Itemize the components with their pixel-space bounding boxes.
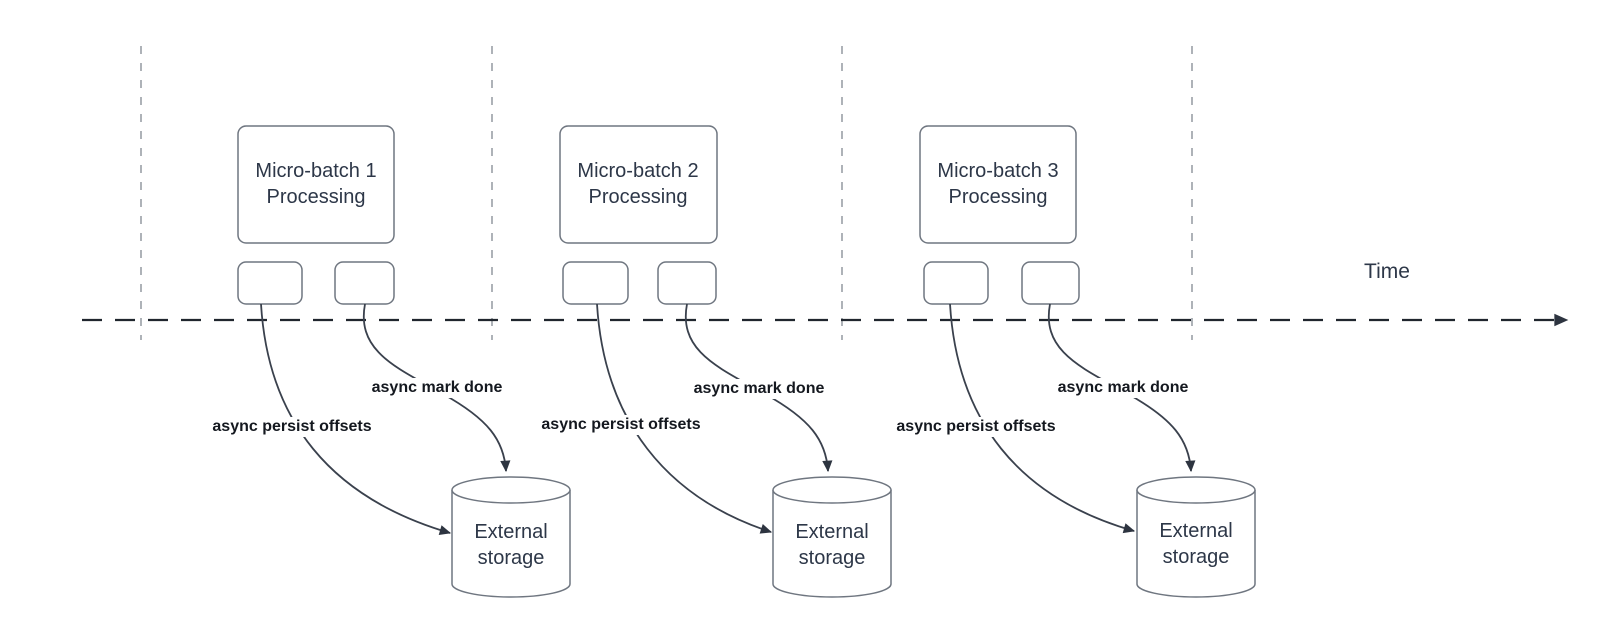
micro-batch-3-label: Micro-batch 3 Processing xyxy=(937,158,1058,210)
persist-offsets-label-3: async persist offsets xyxy=(892,417,1060,437)
micro-batch-1-label-line2: Processing xyxy=(266,186,366,208)
external-storage-label-2-line1: External xyxy=(795,521,869,543)
external-storage-cylinder-3 xyxy=(1136,476,1256,598)
time-axis-label: Time xyxy=(1364,260,1410,283)
external-storage-label-3: External storage xyxy=(1159,518,1232,570)
external-storage-label-2-line2: storage xyxy=(798,547,866,569)
external-storage-cylinder-1 xyxy=(451,476,571,598)
external-storage-cylinder-2 xyxy=(772,476,892,598)
persist-offsets-arrow-1 xyxy=(260,303,452,536)
micro-batch-2-label-line1: Micro-batch 2 xyxy=(577,160,699,182)
commit-marker-box-3 xyxy=(1021,261,1080,305)
micro-batch-2-label: Micro-batch 2 Processing xyxy=(577,158,698,210)
mark-done-label-3: async mark done xyxy=(1053,378,1193,398)
mark-done-label-1: async mark done xyxy=(367,378,507,398)
micro-batch-1-box xyxy=(237,125,395,244)
external-storage-label-1-line1: External xyxy=(474,521,548,543)
commit-marker-box-1 xyxy=(334,261,395,305)
persist-offsets-label-2: async persist offsets xyxy=(537,415,705,435)
micro-batch-1-label-line1: Micro-batch 1 xyxy=(255,160,377,182)
persist-offsets-arrow-2 xyxy=(596,303,773,534)
offset-marker-box-3 xyxy=(923,261,989,305)
external-storage-label-1-line2: storage xyxy=(477,547,545,569)
external-storage-label-3-line2: storage xyxy=(1162,546,1230,568)
micro-batch-2-box xyxy=(559,125,718,244)
micro-batch-3-label-line2: Processing xyxy=(948,186,1048,208)
external-storage-label-3-line1: External xyxy=(1159,520,1233,542)
external-storage-label-2: External storage xyxy=(795,519,868,571)
offset-marker-box-1 xyxy=(237,261,303,305)
mark-done-label-2: async mark done xyxy=(689,379,829,399)
micro-batch-3-label-line1: Micro-batch 3 xyxy=(937,160,1059,182)
micro-batch-2-label-line2: Processing xyxy=(588,186,688,208)
micro-batch-3-box xyxy=(919,125,1077,244)
offset-marker-box-2 xyxy=(562,261,629,305)
persist-offsets-label-1: async persist offsets xyxy=(208,417,376,437)
micro-batch-1-label: Micro-batch 1 Processing xyxy=(255,158,376,210)
persist-offsets-arrow-3 xyxy=(949,303,1136,534)
commit-marker-box-2 xyxy=(657,261,717,305)
external-storage-label-1: External storage xyxy=(474,519,547,571)
